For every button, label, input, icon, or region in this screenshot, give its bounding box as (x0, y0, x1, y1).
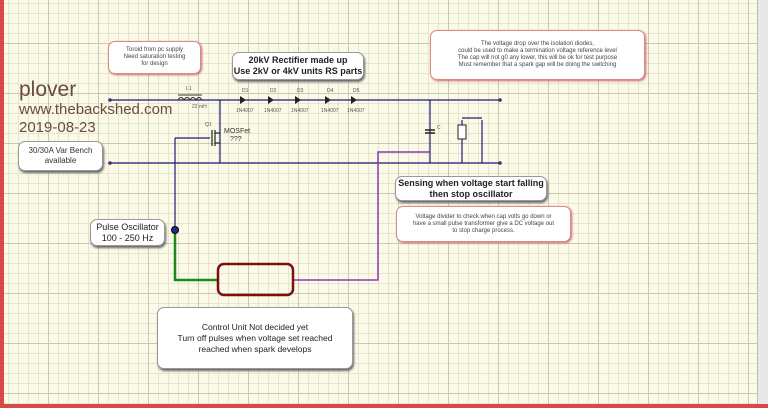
diode-d3-icon (295, 96, 301, 104)
note-line: 30/30A Var Bench (28, 146, 93, 155)
inductor-value: 22 mH (192, 104, 207, 110)
note-toroid[interactable]: Toroid from pc supply Need saturation te… (108, 41, 201, 74)
diode-ref: D1 (242, 88, 249, 94)
diode-value: 1N4007 (291, 108, 309, 114)
note-line: The voltage drop over the isolation diod… (480, 41, 595, 47)
diode-value: 1N4007 (347, 108, 365, 114)
watermark-date: 2019-08-23 (19, 119, 96, 136)
note-sensing[interactable]: Sensing when voltage start falling then … (395, 176, 547, 201)
inductor-ref: L1 (186, 86, 192, 92)
note-bench-supply[interactable]: 30/30A Var Bench available (18, 141, 103, 171)
note-line: have a small pulse transformer give a DC… (412, 220, 555, 227)
note-line: Control Unit Not decided yet (201, 321, 309, 332)
vertical-scrollbar[interactable] (757, 0, 768, 408)
diode-d2-icon (268, 96, 274, 104)
note-line: Use 2kV or 4kV units RS parts (233, 66, 363, 76)
note-line: Need saturation testing (123, 54, 186, 60)
note-line: 20kV Rectifier made up (248, 55, 348, 65)
diode-d1-icon (240, 96, 246, 104)
oscillator-node-icon (171, 226, 179, 234)
inductor-symbol (177, 94, 203, 101)
note-line: reached when spark develops (198, 343, 312, 354)
green-signal-wire (173, 234, 218, 282)
note-control-unit[interactable]: Control Unit Not decided yet Turn off pu… (157, 307, 353, 369)
diode-ref: D4 (327, 88, 334, 94)
canvas-left-border (0, 0, 4, 408)
note-divider[interactable]: Voltage divider to check when cap volts … (396, 206, 571, 242)
note-line: to stop charge process. (452, 227, 515, 234)
diode-d4-icon (325, 96, 331, 104)
note-rectifier[interactable]: 20kV Rectifier made up Use 2kV or 4kV un… (232, 52, 364, 80)
note-line: Sensing when voltage start falling (398, 177, 544, 188)
watermark-site: www.thebackshed.com (19, 101, 173, 118)
watermark-name: plover (19, 78, 77, 101)
note-line: Pulse Oscillator (96, 221, 159, 232)
capacitor-ref: C (437, 125, 441, 131)
mosfet-label: MOSFet (224, 128, 251, 135)
diode-ref: D5 (353, 88, 360, 94)
capacitor-symbol (425, 129, 435, 134)
mosfet-ref: Q1 (205, 122, 212, 128)
diode-ref: D3 (297, 88, 304, 94)
note-voltage-drop[interactable]: The voltage drop over the isolation diod… (430, 30, 645, 80)
mosfet-symbol (211, 130, 220, 146)
note-line: The cap will not g0 any lower, this will… (457, 55, 618, 61)
resistor-symbol (457, 124, 467, 140)
diode-d5-icon (351, 96, 357, 104)
note-line: 100 - 250 Hz (101, 232, 154, 243)
diodes (240, 96, 357, 104)
diode-ref: D2 (270, 88, 277, 94)
note-line: Turn off pulses when voltage set reached (177, 332, 333, 343)
note-line: could be used to make a termination volt… (458, 48, 617, 54)
purple-sense-wire (293, 151, 430, 281)
canvas-bottom-border (0, 404, 768, 408)
note-line: Toroid from pc supply (125, 47, 184, 53)
diode-value: 1N4007 (321, 108, 339, 114)
diode-value: 1N4007 (236, 108, 254, 114)
note-line: then stop oscillator (429, 188, 513, 199)
diode-value: 1N4007 (264, 108, 282, 114)
mosfet-value: ??? (230, 136, 242, 143)
terminals (108, 98, 502, 165)
note-oscillator[interactable]: Pulse Oscillator 100 - 250 Hz (90, 219, 165, 246)
note-line: Voltage divider to check when cap volts … (415, 213, 552, 220)
note-line: Must remember that a spark gap will be d… (458, 62, 617, 68)
note-line: for design (141, 61, 168, 67)
control-unit-block (216, 262, 295, 297)
note-line: available (44, 156, 77, 165)
